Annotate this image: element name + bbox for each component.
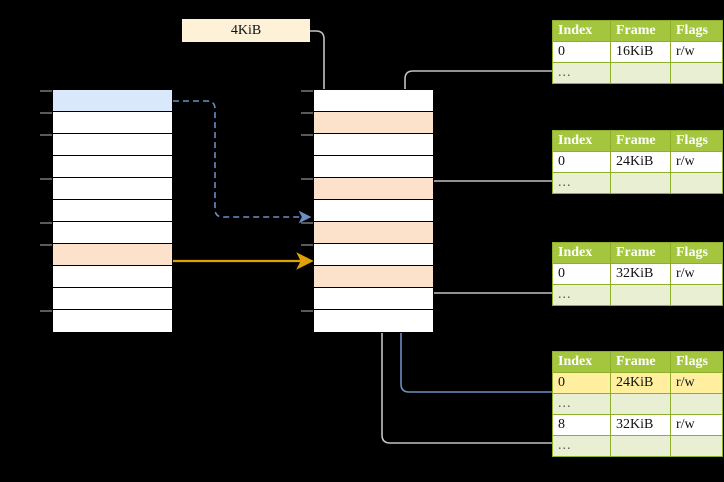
table-row: ... [552, 172, 723, 194]
cell-frame: 32KiB [610, 263, 671, 285]
cell-flags: r/w [670, 263, 723, 285]
virtual-page-cell-3 [53, 156, 172, 178]
wire-table2-to-frame [413, 180, 552, 228]
physical-frame-cell-5 [314, 200, 433, 222]
cell-flags [670, 393, 723, 415]
table-row: ... [552, 62, 723, 84]
cell-frame [610, 435, 671, 457]
cell-index: ... [552, 172, 611, 194]
cell-index: 0 [552, 372, 611, 394]
virtual-page-cell-1 [53, 112, 172, 134]
column-header-flags: Flags [670, 242, 723, 264]
physical-frame-cell-2 [314, 134, 433, 156]
cell-frame: 16KiB [610, 41, 671, 63]
cell-flags: r/w [670, 41, 723, 63]
table-row: ... [552, 284, 723, 306]
column-header-flags: Flags [670, 20, 723, 42]
cell-flags: r/w [670, 151, 723, 173]
cell-index: ... [552, 284, 611, 306]
cell-frame [610, 284, 671, 306]
column-header-index: Index [552, 351, 611, 373]
virtual-address-column [52, 89, 173, 333]
physical-frame-cell-8 [314, 266, 433, 288]
cell-index: ... [552, 62, 611, 84]
cell-index: ... [552, 393, 611, 415]
wire-virt-to-phys-blue [173, 100, 312, 224]
column-header-frame: Frame [610, 242, 671, 264]
cell-frame [610, 172, 671, 194]
physical-memory-column [313, 89, 434, 333]
physical-frame-cell-3 [314, 156, 433, 178]
physical-frame-cell-1 [314, 112, 433, 134]
cell-flags [670, 62, 723, 84]
cell-frame: 24KiB [610, 151, 671, 173]
virtual-page-cell-8 [53, 266, 172, 288]
virtual-page-cell-5 [53, 200, 172, 222]
column-header-flags: Flags [670, 351, 723, 373]
column-header-index: Index [552, 242, 611, 264]
virtual-page-cell-2 [53, 134, 172, 156]
column-header-frame: Frame [610, 20, 671, 42]
cell-frame: 24KiB [610, 372, 671, 394]
cell-flags [670, 435, 723, 457]
virtual-page-cell-0 [53, 90, 172, 112]
column-header-index: Index [552, 130, 611, 152]
physical-frame-cell-6 [314, 222, 433, 244]
virtual-page-cell-10 [53, 310, 172, 332]
left-tick-marks [40, 90, 52, 312]
cell-index: 0 [552, 263, 611, 285]
table-row: ... [552, 435, 723, 457]
physical-frame-cell-0 [314, 90, 433, 112]
cell-flags [670, 284, 723, 306]
cell-index: ... [552, 435, 611, 457]
cell-index: 0 [552, 41, 611, 63]
table-row: ... [552, 393, 723, 415]
column-header-flags: Flags [670, 130, 723, 152]
cell-flags: r/w [670, 372, 723, 394]
middle-tick-marks [301, 90, 313, 312]
cell-frame: 32KiB [610, 414, 671, 436]
cell-frame [610, 62, 671, 84]
physical-frame-cell-7 [314, 244, 433, 266]
cell-frame [610, 393, 671, 415]
cell-index: 8 [552, 414, 611, 436]
size-label-4kib: 4KiB [182, 19, 310, 42]
physical-frame-cell-9 [314, 288, 433, 310]
virtual-page-cell-9 [53, 288, 172, 310]
cell-index: 0 [552, 151, 611, 173]
column-header-index: Index [552, 20, 611, 42]
physical-frame-cell-4 [314, 178, 433, 200]
physical-frame-cell-10 [314, 310, 433, 332]
column-header-frame: Frame [610, 351, 671, 373]
virtual-page-cell-4 [53, 178, 172, 200]
cell-flags: r/w [670, 414, 723, 436]
column-header-frame: Frame [610, 130, 671, 152]
cell-flags [670, 172, 723, 194]
virtual-page-cell-6 [53, 222, 172, 244]
virtual-page-cell-7 [53, 244, 172, 266]
